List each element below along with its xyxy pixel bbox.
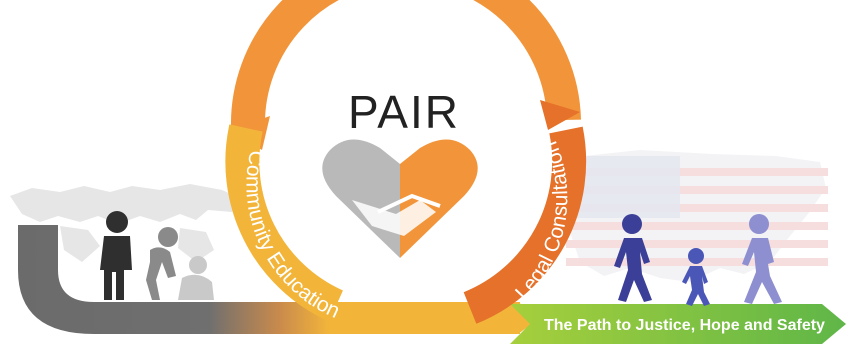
struggling-people-icon [100, 211, 214, 300]
cycle-ring [225, 0, 587, 324]
heart-handshake-icon [322, 139, 478, 258]
world-map-icon [10, 184, 240, 262]
banner-text: The Path to Justice, Hope and Safety [544, 317, 825, 334]
path-banner: The Path to Justice, Hope and Safety [510, 304, 846, 344]
arrowhead-right-icon [540, 100, 580, 130]
diagram-title: PAIR [348, 86, 460, 138]
walking-family-icon [614, 214, 782, 306]
